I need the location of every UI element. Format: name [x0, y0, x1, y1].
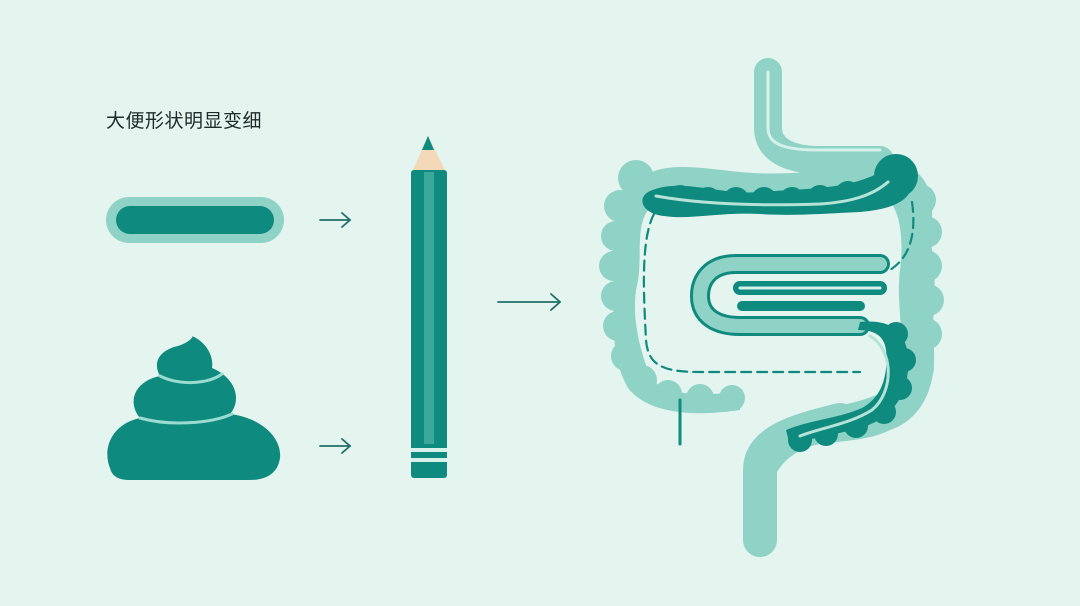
arrow-right-icon — [497, 293, 562, 311]
thin-pencil-stool-icon — [411, 136, 447, 478]
stool-pile-icon — [107, 336, 281, 480]
arrow-right-icon — [319, 438, 352, 454]
intestine-icon — [599, 58, 944, 557]
arrow-right-icon — [319, 212, 352, 228]
normal-stool-bar-icon — [106, 197, 284, 243]
caption-text: 大便形状明显变细 — [106, 110, 263, 132]
